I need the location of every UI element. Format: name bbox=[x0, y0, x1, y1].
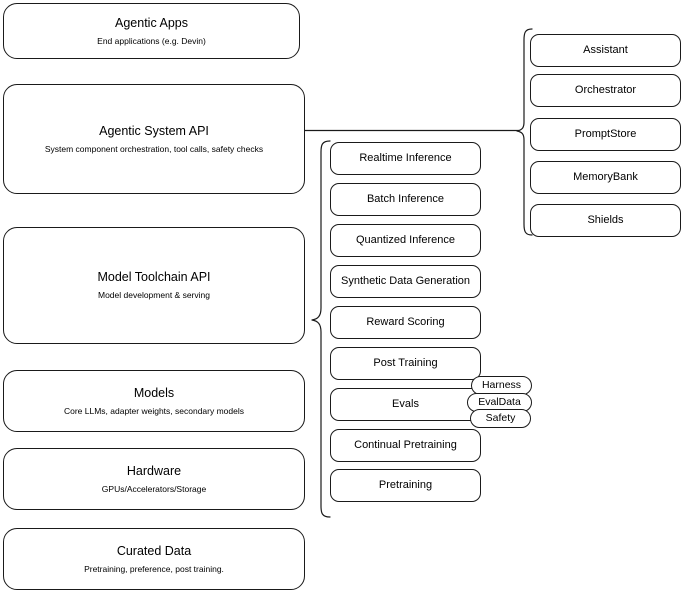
toolchain-label: Post Training bbox=[373, 356, 438, 369]
layer-box-hardware[interactable]: Hardware GPUs/Accelerators/Storage bbox=[3, 448, 305, 510]
layer-title: Hardware bbox=[126, 463, 182, 478]
agentic-label: Shields bbox=[587, 213, 624, 226]
toolchain-box-pretraining[interactable]: Pretraining bbox=[330, 469, 481, 502]
agentic-label: MemoryBank bbox=[573, 170, 638, 183]
toolchain-label: Continual Pretraining bbox=[354, 438, 457, 451]
toolchain-box-reward-scoring[interactable]: Reward Scoring bbox=[330, 306, 481, 339]
toolchain-label: Pretraining bbox=[378, 478, 433, 491]
layer-subtitle: Model development & serving bbox=[98, 290, 210, 300]
layer-subtitle: Core LLMs, adapter weights, secondary mo… bbox=[63, 405, 244, 416]
layer-subtitle: GPUs/Accelerators/Storage bbox=[101, 483, 207, 494]
toolchain-label: Evals bbox=[392, 397, 419, 410]
eval-pill-safety[interactable]: Safety bbox=[470, 409, 531, 428]
agentic-box-promptstore[interactable]: PromptStore bbox=[530, 118, 681, 151]
layer-box-curated-data[interactable]: Curated Data Pretraining, preference, po… bbox=[3, 528, 305, 590]
agentic-label: PromptStore bbox=[574, 127, 637, 140]
layer-box-models[interactable]: Models Core LLMs, adapter weights, secon… bbox=[3, 370, 305, 432]
agentic-label: Orchestrator bbox=[574, 83, 637, 96]
toolchain-label: Reward Scoring bbox=[366, 315, 445, 328]
layer-box-agentic-system-api[interactable]: Agentic System API System component orch… bbox=[3, 84, 305, 194]
toolchain-box-post-training[interactable]: Post Training bbox=[330, 347, 481, 380]
toolchain-box-synthetic-data-generation[interactable]: Synthetic Data Generation bbox=[330, 265, 481, 298]
agentic-box-shields[interactable]: Shields bbox=[530, 204, 681, 237]
layer-box-model-toolchain-api[interactable]: Model Toolchain API Model development & … bbox=[3, 227, 305, 344]
toolchain-box-quantized-inference[interactable]: Quantized Inference bbox=[330, 224, 481, 257]
toolchain-box-evals[interactable]: Evals bbox=[330, 388, 481, 421]
eval-pill-label: Harness bbox=[481, 379, 522, 392]
toolchain-label: Quantized Inference bbox=[355, 233, 456, 246]
layer-box-agentic-apps[interactable]: Agentic Apps End applications (e.g. Devi… bbox=[3, 3, 300, 59]
toolchain-box-batch-inference[interactable]: Batch Inference bbox=[330, 183, 481, 216]
layer-subtitle: System component orchestration, tool cal… bbox=[44, 143, 264, 154]
agentic-box-assistant[interactable]: Assistant bbox=[530, 34, 681, 67]
layer-title: Agentic System API bbox=[99, 123, 209, 138]
agentic-label: Assistant bbox=[583, 43, 628, 56]
layer-title: Models bbox=[133, 385, 175, 400]
toolchain-label: Realtime Inference bbox=[359, 151, 452, 164]
eval-pill-label: EvalData bbox=[478, 396, 521, 409]
agentic-box-memorybank[interactable]: MemoryBank bbox=[530, 161, 681, 194]
eval-pill-label: Safety bbox=[485, 412, 516, 425]
toolchain-label: Batch Inference bbox=[366, 192, 445, 205]
layer-subtitle: Pretraining, preference, post training. bbox=[84, 563, 224, 574]
layer-title: Model Toolchain API bbox=[97, 270, 211, 285]
toolchain-box-continual-pretraining[interactable]: Continual Pretraining bbox=[330, 429, 481, 462]
toolchain-label: Synthetic Data Generation bbox=[340, 274, 471, 287]
layer-title: Curated Data bbox=[116, 543, 192, 558]
layer-title: Agentic Apps bbox=[115, 15, 188, 30]
toolchain-box-realtime-inference[interactable]: Realtime Inference bbox=[330, 142, 481, 175]
layer-subtitle: End applications (e.g. Devin) bbox=[97, 35, 206, 46]
agentic-box-orchestrator[interactable]: Orchestrator bbox=[530, 74, 681, 107]
